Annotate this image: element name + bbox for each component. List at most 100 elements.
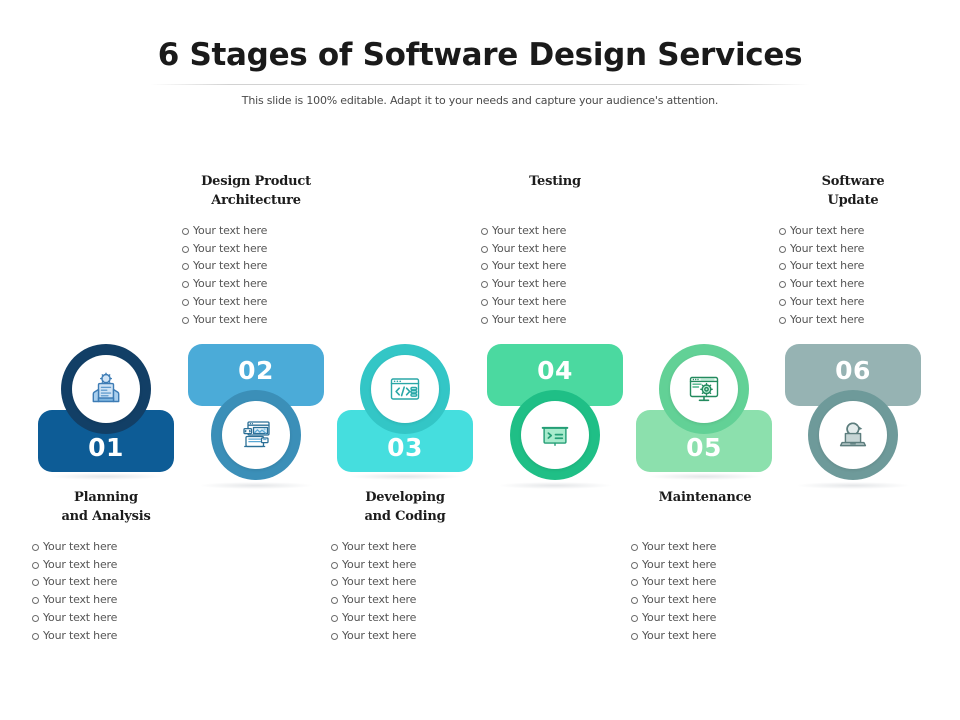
list-item: Your text here	[32, 591, 201, 609]
stage-ring-2	[211, 390, 301, 480]
stage-bullets-5: Your text here Your text here Your text …	[610, 538, 800, 644]
stage-heading-3-line1: Developing	[365, 490, 445, 505]
list-item: Your text here	[631, 609, 800, 627]
test-checklist-board-icon	[537, 417, 573, 453]
page-subtitle: This slide is 100% editable. Adapt it to…	[241, 94, 719, 107]
stage-heading-4: Testing	[460, 172, 650, 191]
stage-ring-6	[808, 390, 898, 480]
list-item: Your text here	[32, 609, 201, 627]
list-item: Your text here	[631, 538, 800, 556]
stage-text-block-2: Design Product Architecture Your text he…	[161, 172, 351, 328]
stage-text-block-6: Software Update Your text here Your text…	[758, 172, 948, 328]
stage-shadow-2	[200, 482, 312, 489]
stage-heading-4-line1: Testing	[529, 174, 581, 189]
stage-shadow-5	[648, 473, 760, 480]
list-item: Your text here	[631, 573, 800, 591]
stage-shadow-6	[797, 482, 909, 489]
list-item: Your text here	[182, 311, 351, 329]
list-item: Your text here	[331, 591, 500, 609]
stage-heading-2-line1: Design Product	[201, 174, 311, 189]
team-gear-icon	[87, 370, 125, 408]
list-item: Your text here	[182, 222, 351, 240]
stage-number-4: 04	[537, 355, 573, 385]
list-item: Your text here	[32, 627, 201, 645]
list-item: Your text here	[481, 222, 650, 240]
stage-icon-wrap-3	[371, 355, 439, 423]
stage-heading-5-line1: Maintenance	[658, 490, 752, 505]
list-item: Your text here	[331, 573, 500, 591]
stage-bullets-1: Your text here Your text here Your text …	[11, 538, 201, 644]
list-item: Your text here	[32, 556, 201, 574]
stage-icon-wrap-6	[819, 401, 887, 469]
stage-heading-5: Maintenance	[610, 488, 800, 507]
stage-heading-2-line2: Architecture	[211, 193, 301, 208]
stage-ring-5	[659, 344, 749, 434]
list-item: Your text here	[631, 556, 800, 574]
stage-ring-1	[61, 344, 151, 434]
stage-ring-4	[510, 390, 600, 480]
stage-icon-wrap-1	[72, 355, 140, 423]
list-item: Your text here	[331, 627, 500, 645]
page-title: 6 Stages of Software Design Services	[157, 37, 803, 73]
slide-header: 6 Stages of Software Design Services Thi…	[0, 34, 960, 107]
stage-text-block-4: Testing Your text here Your text here Yo…	[460, 172, 650, 328]
list-item: Your text here	[779, 257, 948, 275]
list-item: Your text here	[182, 257, 351, 275]
list-item: Your text here	[331, 609, 500, 627]
list-item: Your text here	[481, 311, 650, 329]
stage-heading-6: Software Update	[758, 172, 948, 210]
stage-number-2: 02	[238, 355, 274, 385]
list-item: Your text here	[182, 240, 351, 258]
stage-heading-6-line2: Update	[827, 193, 879, 208]
monitor-gear-icon	[685, 370, 723, 408]
laptop-refresh-icon	[835, 417, 871, 453]
list-item: Your text here	[331, 556, 500, 574]
stage-number-6: 06	[835, 355, 871, 385]
list-item: Your text here	[182, 275, 351, 293]
stage-heading-3-line2: and Coding	[364, 509, 446, 524]
stage-bullets-6: Your text here Your text here Your text …	[758, 222, 948, 328]
stage-bullets-2: Your text here Your text here Your text …	[161, 222, 351, 328]
stage-bullets-3: Your text here Your text here Your text …	[310, 538, 500, 644]
stage-text-block-5: Maintenance Your text here Your text her…	[610, 488, 800, 644]
stage-marker-1[interactable]: 01	[30, 342, 182, 480]
list-item: Your text here	[32, 538, 201, 556]
stage-icon-wrap-2	[222, 401, 290, 469]
stage-shadow-4	[499, 482, 611, 489]
stage-heading-2: Design Product Architecture	[161, 172, 351, 210]
list-item: Your text here	[331, 538, 500, 556]
stage-heading-1-line1: Planning	[74, 490, 138, 505]
stage-text-block-1: Planning and Analysis Your text here You…	[11, 488, 201, 644]
stage-shadow-1	[50, 473, 162, 480]
list-item: Your text here	[779, 311, 948, 329]
list-item: Your text here	[779, 275, 948, 293]
stage-number-5: 05	[686, 432, 722, 462]
stage-marker-3[interactable]: 03	[329, 342, 481, 480]
stage-number-3: 03	[387, 432, 423, 462]
list-item: Your text here	[631, 627, 800, 645]
stage-icon-wrap-4	[521, 401, 589, 469]
stage-heading-6-line1: Software	[821, 174, 885, 189]
stage-marker-6[interactable]: 06	[777, 344, 929, 489]
stage-marker-2[interactable]: 02	[180, 344, 332, 489]
list-item: Your text here	[481, 275, 650, 293]
list-item: Your text here	[481, 240, 650, 258]
list-item: Your text here	[631, 591, 800, 609]
stage-marker-5[interactable]: 05	[628, 342, 780, 480]
list-item: Your text here	[779, 240, 948, 258]
list-item: Your text here	[481, 257, 650, 275]
list-item: Your text here	[32, 573, 201, 591]
stage-marker-4[interactable]: 04	[479, 344, 631, 489]
list-item: Your text here	[779, 222, 948, 240]
stage-icon-wrap-5	[670, 355, 738, 423]
list-item: Your text here	[182, 293, 351, 311]
list-item: Your text here	[779, 293, 948, 311]
stage-heading-1-line2: and Analysis	[61, 509, 151, 524]
stage-text-block-3: Developing and Coding Your text here You…	[310, 488, 500, 644]
stage-ring-3	[360, 344, 450, 434]
code-window-icon	[386, 370, 424, 408]
stage-bullets-4: Your text here Your text here Your text …	[460, 222, 650, 328]
stage-number-1: 01	[88, 432, 124, 462]
stage-shadow-3	[349, 473, 461, 480]
